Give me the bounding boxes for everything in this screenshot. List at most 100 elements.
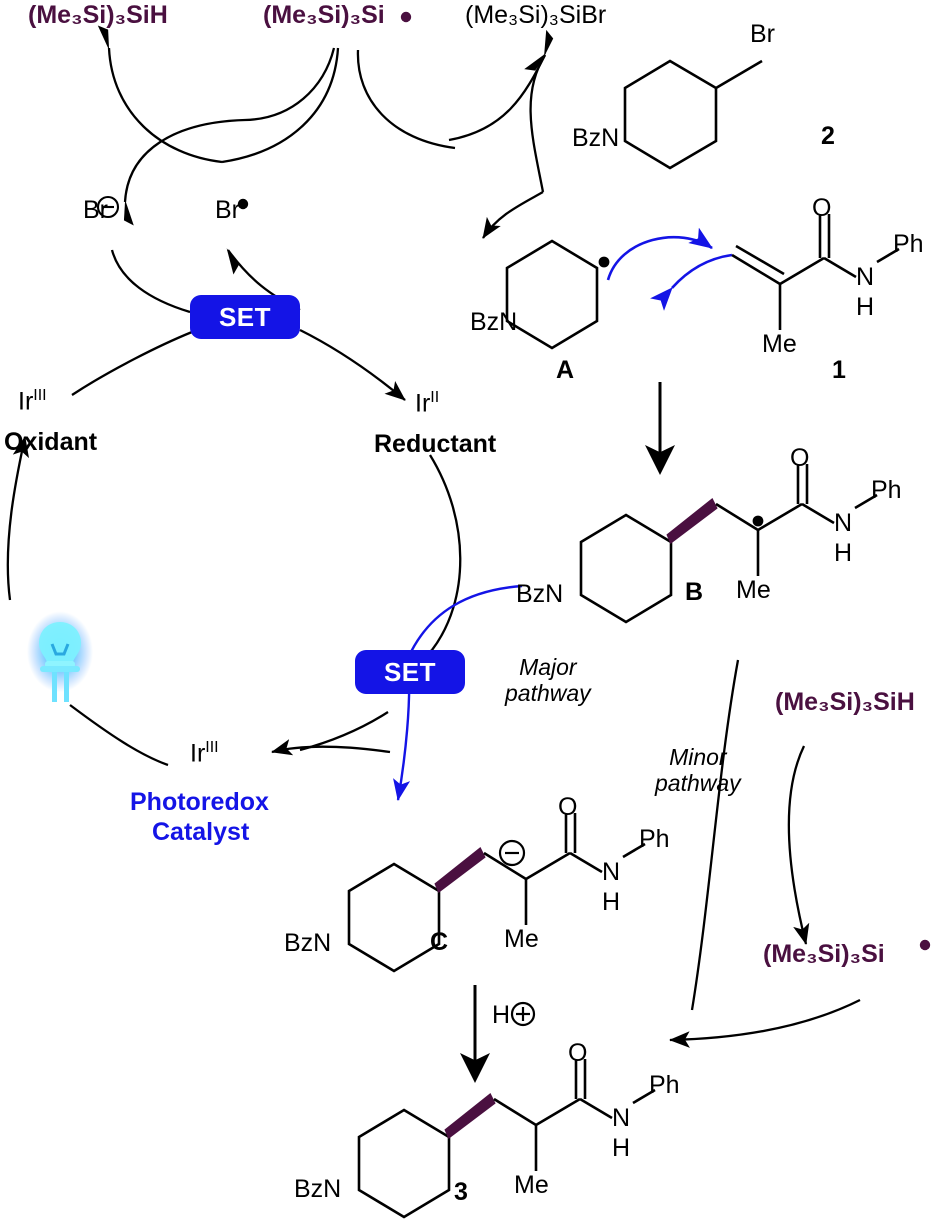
arrow-br-anion-into-set — [110, 249, 191, 314]
label-amide-n-C: N — [602, 858, 621, 886]
arrow-reductant-down-to-set2 — [429, 454, 462, 651]
n-ph-bond-3 — [632, 1088, 656, 1105]
piperidine-ring-3 — [357, 1108, 451, 1219]
label-amide-h-1: H — [856, 293, 875, 321]
label-compound-C: C — [430, 928, 449, 956]
blue-led-bulb-icon — [12, 598, 108, 710]
label-amide-n-B: N — [834, 509, 853, 537]
piperidine-ring-C — [347, 862, 441, 973]
label-br-compound2: Br — [750, 20, 775, 48]
wedge-bond-3 — [444, 1092, 496, 1140]
label-ph-C: Ph — [639, 825, 670, 853]
radical-addition-blue-arrow — [606, 227, 733, 311]
photocatalyst-cycle-arrows — [6, 436, 462, 767]
label-bzn-radicalA: BzN — [470, 308, 518, 336]
label-carbonyl-o-C: O — [558, 793, 578, 821]
label-ph-B: Ph — [871, 476, 902, 504]
c-br-bond-2 — [715, 59, 763, 90]
label-reductant: Reductant — [374, 430, 497, 458]
minus-circle-br-anion — [96, 195, 120, 219]
reagent-silyl-radical-top: (Me₃Si)₃Si — [263, 1, 385, 29]
upper-silane-crossing-arrows — [97, 25, 456, 226]
label-carbonyl-o-1: O — [812, 194, 832, 222]
reagent-silyl-bromide-top: (Me₃Si)₃SiBr — [465, 1, 607, 29]
set-box-upper[interactable]: SET — [190, 295, 300, 339]
piperidine-ring-A — [505, 239, 599, 350]
radical-dot-A — [598, 256, 610, 268]
label-carbonyl-o-B: O — [790, 444, 810, 472]
minor-pathway-arrows — [669, 659, 861, 1048]
c-co-bond-B — [757, 502, 803, 532]
wedge-bond-C — [434, 846, 486, 894]
minus-circle-carbanion — [498, 839, 526, 867]
label-photoredox-catalyst-line1: Photoredox — [130, 788, 269, 816]
structure-radical-B — [579, 464, 878, 624]
reagent-silyl-radical-right: (Me₃Si)₃Si — [763, 940, 885, 968]
label-oxidant: Oxidant — [4, 428, 98, 456]
label-bromine-radical: Br — [215, 196, 240, 224]
arrow-to-radical-A — [482, 190, 544, 239]
co-n-bond-1 — [823, 256, 857, 279]
label-me-1: Me — [762, 330, 797, 358]
label-me-C: Me — [504, 925, 539, 953]
bulb-glyph — [39, 622, 81, 702]
label-compound-A: A — [556, 356, 575, 384]
wedge-bond-B — [666, 497, 718, 545]
arrow-set2-to-ir3 — [299, 711, 389, 752]
label-me-3: Me — [514, 1171, 549, 1199]
structure-acceptor-1 — [731, 214, 900, 330]
label-bzn-B: BzN — [516, 580, 564, 608]
ch2-ch-bond-B — [715, 502, 759, 532]
label-compound-1: 1 — [832, 356, 846, 384]
structure-carbanion-C — [347, 813, 646, 973]
label-me-B: Me — [736, 576, 771, 604]
label-bzn-compound2: BzN — [572, 124, 620, 152]
minor-pathway-long-curve — [690, 659, 740, 1011]
piperidine-ring-2 — [623, 59, 718, 170]
blue-arrow-from-B — [406, 584, 523, 659]
label-compound-3: 3 — [454, 1178, 468, 1206]
radical-dot-silyl-top — [400, 11, 412, 23]
arrow-ir3-into-set — [71, 330, 193, 396]
label-ph-1: Ph — [893, 230, 924, 258]
label-bromide-anion: Br — [83, 196, 108, 224]
label-bzn-C: BzN — [284, 929, 332, 957]
structure-bromide-2 — [623, 59, 763, 170]
silyl-bromide-formation-arrows — [448, 29, 554, 239]
label-iridium-reductant: IrII — [415, 389, 440, 418]
arrow-silyl-radical-to-sibr — [356, 49, 456, 150]
label-iridium-ground-state: IrIII — [190, 739, 219, 768]
structure-radical-A — [505, 239, 610, 350]
label-amide-h-3: H — [612, 1134, 631, 1162]
label-photoredox-catalyst-line2: Catalyst — [152, 818, 250, 846]
arrow-silane-h-to-silyl-radical — [787, 745, 810, 945]
arrow-minor-to-product — [669, 998, 861, 1048]
reagent-silane-hydride-top: (Me₃Si)₃SiH — [28, 1, 168, 29]
arrow-reductant-to-ir3 — [271, 739, 391, 756]
radical-dot-br — [237, 198, 249, 210]
set-box-lower[interactable]: SET — [355, 650, 465, 694]
n-ph-bond-B — [854, 493, 878, 510]
radical-dot-B — [752, 515, 764, 527]
arrow-br-anion-cross-to-silyl — [123, 47, 336, 226]
label-amide-n-3: N — [612, 1104, 631, 1132]
co-n-bond-3 — [579, 1097, 613, 1120]
reagent-silane-hydride-right: (Me₃Si)₃SiH — [775, 688, 915, 716]
label-compound-B: B — [685, 578, 704, 606]
c-co-bond-C — [525, 851, 571, 881]
plus-circle-proton — [510, 1001, 536, 1027]
arrow-silane-h-to-br-anion — [97, 25, 223, 164]
blue-arrow-radical-attack — [606, 227, 713, 281]
ch2-ch-bond-3 — [493, 1097, 537, 1127]
ch2-ch-bond-C — [483, 851, 527, 881]
label-iridium-oxidant: IrIII — [18, 387, 47, 416]
arrow-set-to-ir2 — [299, 328, 406, 401]
co-n-bond-B — [801, 502, 835, 525]
blue-arrow-alkene-shift — [650, 253, 733, 311]
c-co-bond-3 — [535, 1097, 581, 1127]
c-co-bond-1 — [779, 256, 825, 286]
